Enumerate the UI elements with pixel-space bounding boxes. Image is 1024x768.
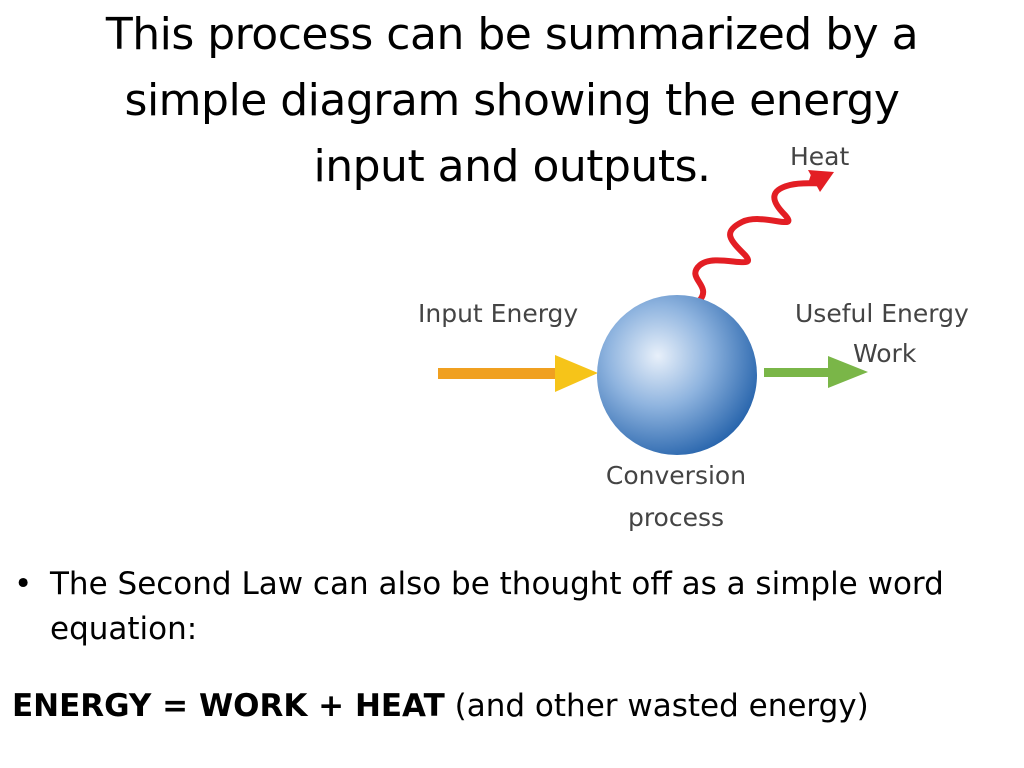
title-line-3: input and outputs. <box>313 141 711 192</box>
useful-energy-label: Useful Energy <box>795 299 969 328</box>
output-arrowhead <box>828 356 868 388</box>
title-line-1: This process can be summarized by a <box>105 9 919 60</box>
equation-rest: (and other wasted energy) <box>444 688 869 724</box>
conversion-sphere <box>597 295 757 455</box>
bullet-marker: • <box>14 566 33 602</box>
input-arrowhead <box>555 355 598 392</box>
input-energy-label: Input Energy <box>418 299 578 328</box>
bullet-point: • The Second Law can also be thought off… <box>14 562 1004 652</box>
word-equation: ENERGY = WORK + HEAT (and other wasted e… <box>12 684 869 729</box>
slide-title: This process can be summarized by a simp… <box>62 2 962 200</box>
input-arrow-shaft <box>438 368 560 379</box>
bullet-text: The Second Law can also be thought off a… <box>50 566 944 647</box>
conversion-label: Conversion <box>606 461 746 490</box>
title-line-2: simple diagram showing the energy <box>124 75 900 126</box>
output-arrow-shaft <box>764 368 832 377</box>
process-label: process <box>628 503 724 532</box>
work-label: Work <box>853 339 917 368</box>
equation-bold: ENERGY = WORK + HEAT <box>12 688 445 724</box>
